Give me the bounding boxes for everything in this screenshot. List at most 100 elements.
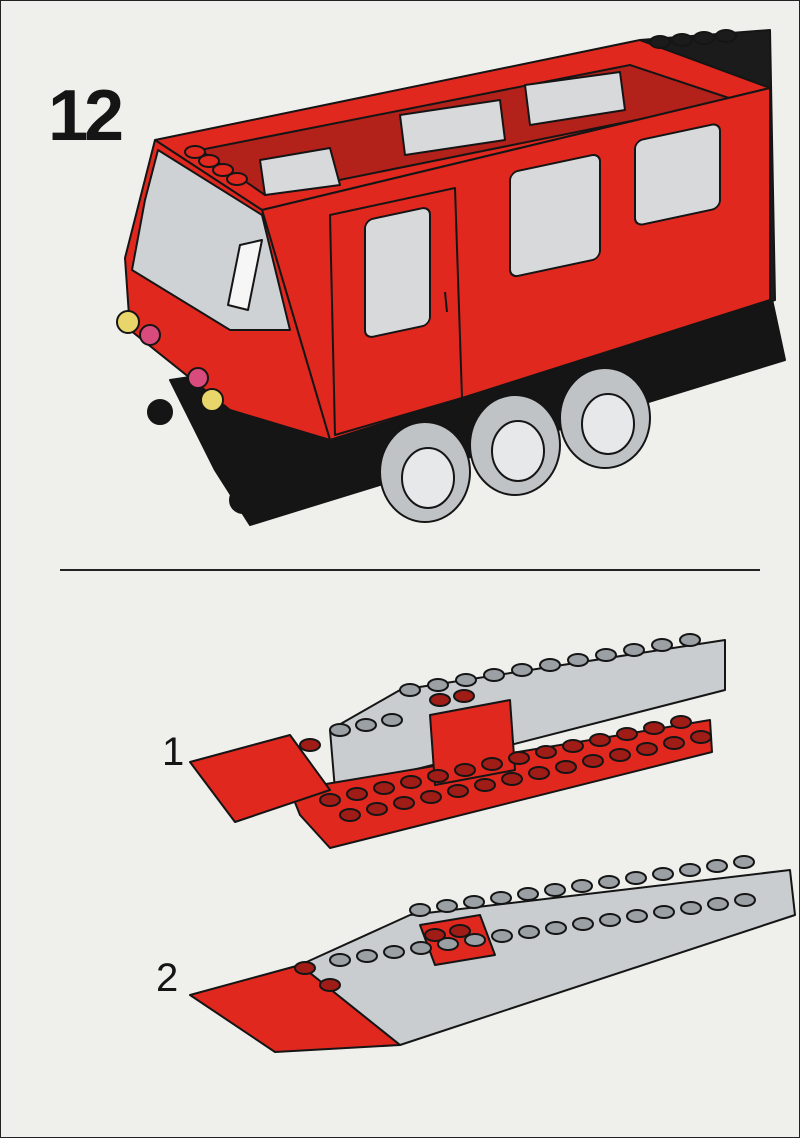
taillight [139,324,161,346]
stud [571,879,593,893]
stud [733,855,755,869]
stud [427,769,449,783]
stud [198,154,220,168]
stud [420,790,442,804]
stud [636,742,658,756]
stud [535,745,557,759]
stud [454,763,476,777]
stud [643,721,665,735]
taillight [187,367,209,389]
stud [447,784,469,798]
stud [449,924,471,938]
stud [474,778,496,792]
wheel [379,421,471,523]
stud [339,808,361,822]
stud [464,933,486,947]
stud [616,727,638,741]
stud [400,775,422,789]
stud [511,663,533,677]
stud [680,901,702,915]
stud [355,718,377,732]
stud [609,748,631,762]
stud [383,945,405,959]
stud [436,899,458,913]
wheel [559,367,651,469]
stud [679,633,701,647]
stud [653,905,675,919]
stud [572,917,594,931]
stud [623,643,645,657]
stud [294,961,316,975]
stud [528,766,550,780]
stud [381,713,403,727]
stud [693,31,715,45]
stud [517,887,539,901]
stud [690,730,712,744]
red-base-plate [289,719,713,849]
stud [715,29,737,43]
stud [539,658,561,672]
stud [483,668,505,682]
stud [545,921,567,935]
stud [567,653,589,667]
stud [598,875,620,889]
red-slope-plate [189,734,331,823]
interior-window [259,147,341,196]
window-strip [227,239,263,311]
stud [212,163,234,177]
stud [589,733,611,747]
stud [671,33,693,47]
stud [707,897,729,911]
stud [399,683,421,697]
stud [299,738,321,752]
stud [652,867,674,881]
stud [626,909,648,923]
stud [184,145,206,159]
stud [329,953,351,967]
stud [625,871,647,885]
stud [599,913,621,927]
stud [393,796,415,810]
stud [501,772,523,786]
stud [463,895,485,909]
section-divider [60,569,760,571]
headlight [116,310,140,334]
substep-2-label: 2 [156,956,179,1000]
interior-window [524,71,626,126]
stud [706,859,728,873]
stud [427,678,449,692]
side-window [634,123,721,226]
wheel [469,394,561,496]
stud [346,787,368,801]
stud [562,739,584,753]
stud [518,925,540,939]
stud [409,903,431,917]
stud [410,941,432,955]
stud [508,751,530,765]
step-number: 12 [48,76,124,156]
stud [373,781,395,795]
red-slope-front [189,964,401,1053]
stud [329,723,351,737]
stud [481,757,503,771]
stud [226,172,248,186]
buffer [229,486,257,514]
door-window [364,207,431,338]
stud [670,715,692,729]
stud [429,693,451,707]
interior-window [399,99,506,156]
stud [649,35,671,49]
stud [319,978,341,992]
stud [424,928,446,942]
gray-brick-row [329,639,726,791]
side-window [509,153,601,278]
stud [651,638,673,652]
substep-1-label: 1 [162,730,185,774]
stud [544,883,566,897]
stud [734,893,756,907]
stud [453,689,475,703]
stud [437,937,459,951]
buffer [147,399,173,425]
stud [595,648,617,662]
